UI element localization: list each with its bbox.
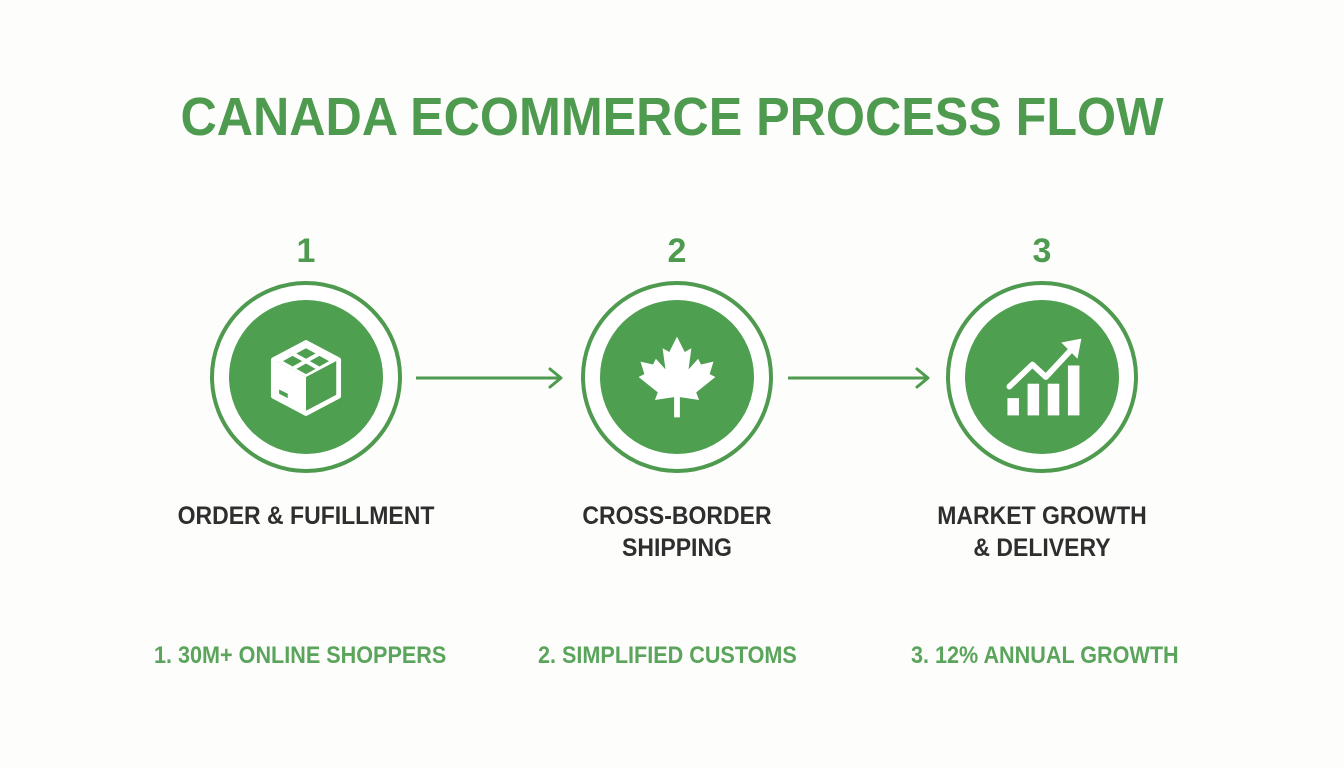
package-box-icon bbox=[270, 340, 342, 416]
step-ring bbox=[210, 281, 402, 473]
step-disc bbox=[600, 300, 754, 454]
step-label: CROSS-BORDER SHIPPING bbox=[582, 502, 772, 562]
step-number: 1 bbox=[296, 232, 316, 270]
step-disc bbox=[229, 300, 383, 454]
step-disc bbox=[965, 300, 1119, 454]
step-3: 3 MARKET GROWTH & DELIVERY bbox=[892, 0, 1192, 768]
step-1: 1 ORDER & FUFILLMENT bbox=[156, 0, 456, 768]
step-2: 2 CROSS-BORDER SHIPPING bbox=[527, 0, 827, 768]
growth-chart-icon bbox=[1006, 338, 1082, 416]
stat-online-shoppers: 1. 30M+ ONLINE SHOPPERS bbox=[154, 642, 447, 669]
step-number: 3 bbox=[1032, 232, 1052, 270]
page-title: CANADA ECOMMERCE PROCESS FLOW bbox=[180, 87, 1164, 147]
step-label: ORDER & FUFILLMENT bbox=[177, 502, 435, 530]
step-ring bbox=[581, 281, 773, 473]
maple-leaf-icon bbox=[638, 336, 716, 418]
stat-simplified-customs: 2. SIMPLIFIED CUSTOMS bbox=[538, 642, 797, 669]
step-ring bbox=[946, 281, 1138, 473]
stat-annual-growth: 3. 12% ANNUAL GROWTH bbox=[911, 642, 1179, 669]
arrow-right-icon bbox=[788, 367, 930, 389]
step-number: 2 bbox=[667, 232, 687, 270]
arrow-right-icon bbox=[416, 367, 563, 389]
step-label: MARKET GROWTH & DELIVERY bbox=[937, 502, 1147, 562]
